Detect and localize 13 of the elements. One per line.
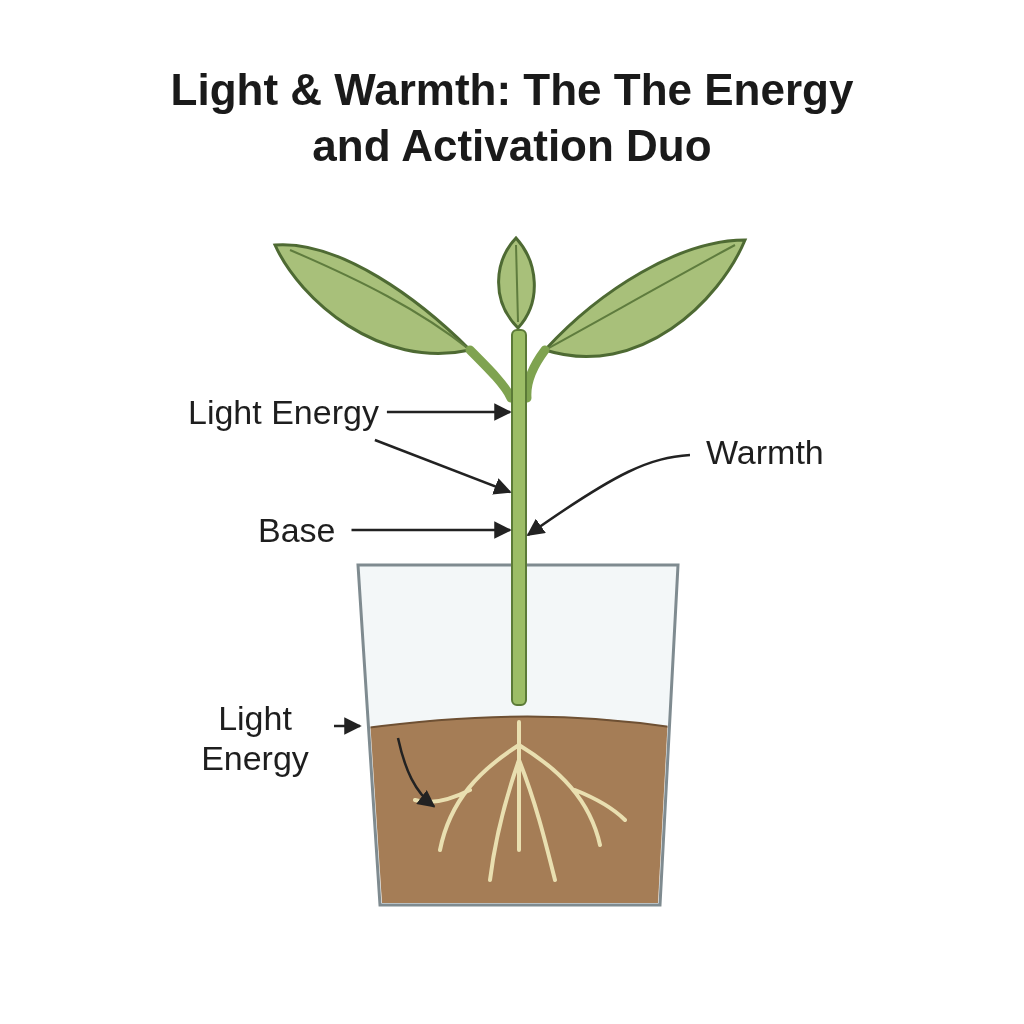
leader-arrow <box>526 453 691 537</box>
callout-label: Light Energy <box>180 698 330 778</box>
leader-arrow <box>334 717 362 735</box>
leader-arrow <box>396 737 436 808</box>
callout-label: Light Energy <box>188 392 379 432</box>
leader-arrow <box>351 521 512 539</box>
leader-arrow <box>386 403 512 421</box>
plant-stem <box>511 329 527 706</box>
callout-label: Base <box>258 510 336 550</box>
glass-cup <box>356 563 680 907</box>
leader-arrow <box>374 438 512 495</box>
title: Light & Warmth: The The Energy and Activation Duo <box>169 64 855 172</box>
callout-label: Warmth <box>706 432 824 472</box>
